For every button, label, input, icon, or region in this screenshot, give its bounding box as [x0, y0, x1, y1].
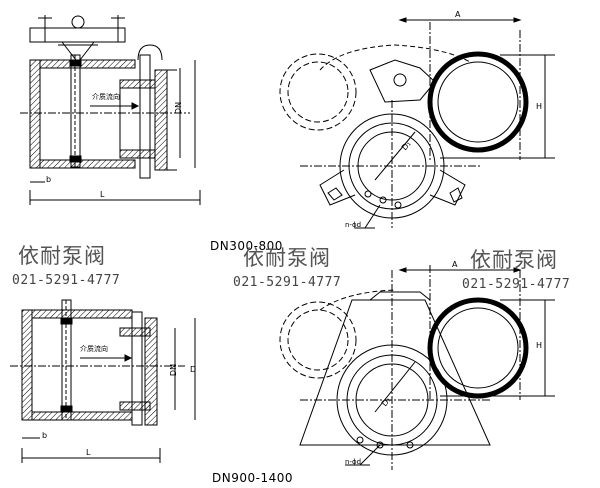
flow-direction-label-bottom: 介质流向 [80, 345, 108, 353]
caption-top: DN300-800 [210, 239, 283, 253]
dim-b-bottom: b [42, 431, 48, 440]
dim-H-bottom: H [536, 341, 543, 350]
dim-L-bottom: L [86, 448, 91, 457]
side-section-bottom [10, 299, 196, 463]
watermark-brand-left: 依耐泵阀 [18, 244, 106, 268]
flow-direction-label-top: 介质流向 [92, 93, 120, 101]
watermark-phone-center: 021-5291-4777 [233, 275, 342, 290]
watermark-brand-right: 依耐泵阀 [470, 248, 558, 272]
dim-H-top: H [536, 102, 543, 111]
bolt-holes-label-bottom: n-ϕd [345, 458, 362, 466]
dim-b-top: b [46, 175, 52, 184]
front-view-bottom [279, 265, 555, 470]
watermark-phone-left: 021-5291-4777 [12, 273, 121, 288]
watermark-brand-center: 依耐泵阀 [243, 246, 331, 270]
watermark-phone-right: 021-5291-4777 [462, 277, 571, 292]
dim-DN-top: DN [174, 101, 184, 115]
bolt-holes-label-top: n-ϕd [345, 221, 362, 229]
dim-L-top: L [100, 190, 105, 199]
front-view-top [279, 17, 555, 229]
side-section-top [20, 15, 201, 205]
dim-D-bottom: D [190, 365, 197, 374]
caption-bottom: DN900-1400 [212, 471, 293, 485]
dim-A-top: A [455, 10, 461, 19]
dim-A-bottom: A [452, 260, 458, 269]
dim-DN-bottom: DN [169, 363, 179, 377]
